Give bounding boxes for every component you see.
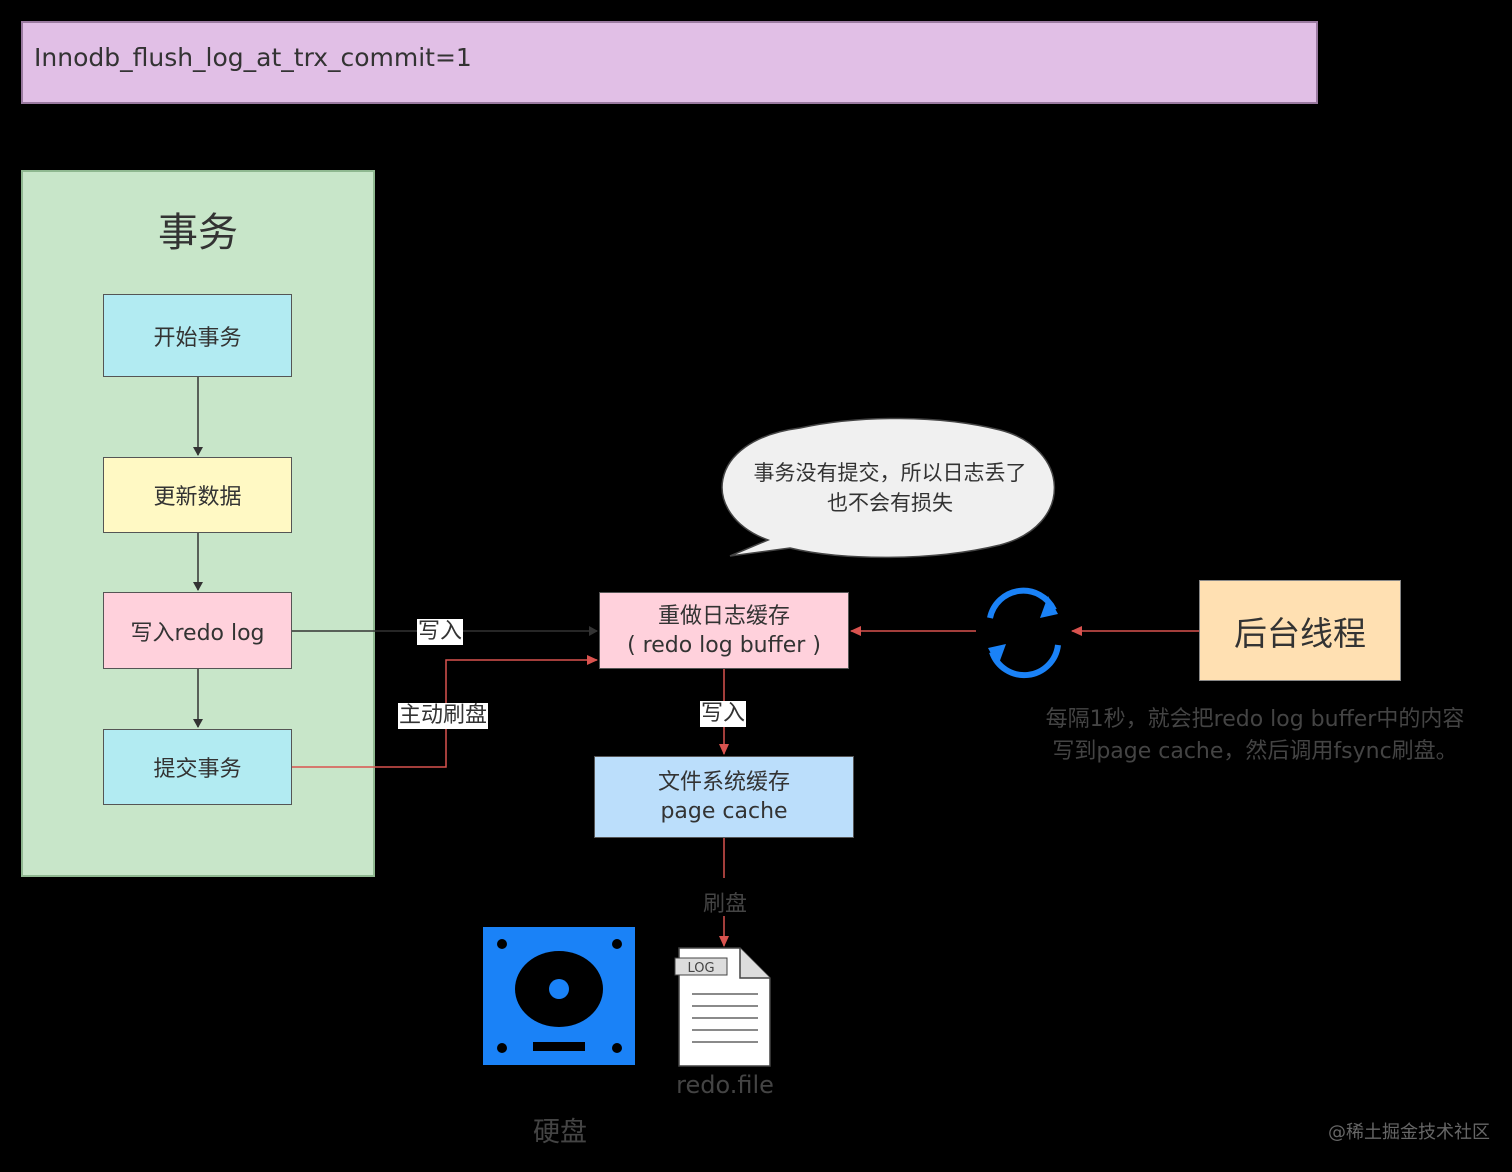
redo-file-label: redo.file — [676, 1071, 774, 1099]
bubble-line-2: 也不会有损失 — [827, 491, 953, 515]
transaction-title: 事务 — [158, 210, 238, 256]
edge-label-flush: 刷盘 — [702, 892, 747, 917]
page-cache: 文件系统缓存 page cache — [594, 756, 854, 838]
step-start-transaction: 开始事务 — [103, 294, 292, 377]
edge-label-active-flush: 主动刷盘 — [398, 703, 489, 729]
edge-label-write-to-cache: 写入 — [700, 701, 747, 727]
bubble-line-1: 事务没有提交，所以日志丢了 — [753, 461, 1027, 485]
log-file-icon: LOG — [674, 947, 771, 1067]
redo-log-buffer: 重做日志缓存 ( redo log buffer ) — [599, 592, 849, 669]
speech-bubble — [721, 417, 1056, 559]
log-file-tag: LOG — [687, 961, 714, 976]
watermark: @稀土掘金技术社区 — [1328, 1122, 1490, 1143]
background-note-line-2: 写到page cache，然后调用fsync刷盘。 — [1052, 739, 1458, 764]
redo-buffer-subtitle: ( redo log buffer ) — [627, 632, 821, 658]
page-cache-title: 文件系统缓存 — [657, 770, 790, 795]
step-update-data: 更新数据 — [103, 457, 292, 533]
edge-label-write-to-buffer: 写入 — [417, 619, 464, 645]
step-commit-transaction: 提交事务 — [103, 729, 292, 805]
background-note-line-1: 每隔1秒，就会把redo log buffer中的内容 — [1045, 707, 1465, 732]
redo-buffer-title: 重做日志缓存 — [657, 603, 790, 629]
hard-disk-icon — [483, 927, 635, 1065]
title-bar: Innodb_flush_log_at_trx_commit=1 — [21, 21, 1318, 104]
page-cache-subtitle: page cache — [660, 799, 788, 824]
disk-label: 硬盘 — [533, 1117, 587, 1148]
background-thread: 后台线程 — [1199, 580, 1401, 681]
sync-icon — [987, 587, 1061, 679]
step-write-redo-log: 写入redo log — [103, 592, 292, 669]
bubble-text: 事务没有提交，所以日志丢了 也不会有损失 — [730, 458, 1050, 518]
background-note: 每隔1秒，就会把redo log buffer中的内容 写到page cache… — [1010, 704, 1500, 768]
